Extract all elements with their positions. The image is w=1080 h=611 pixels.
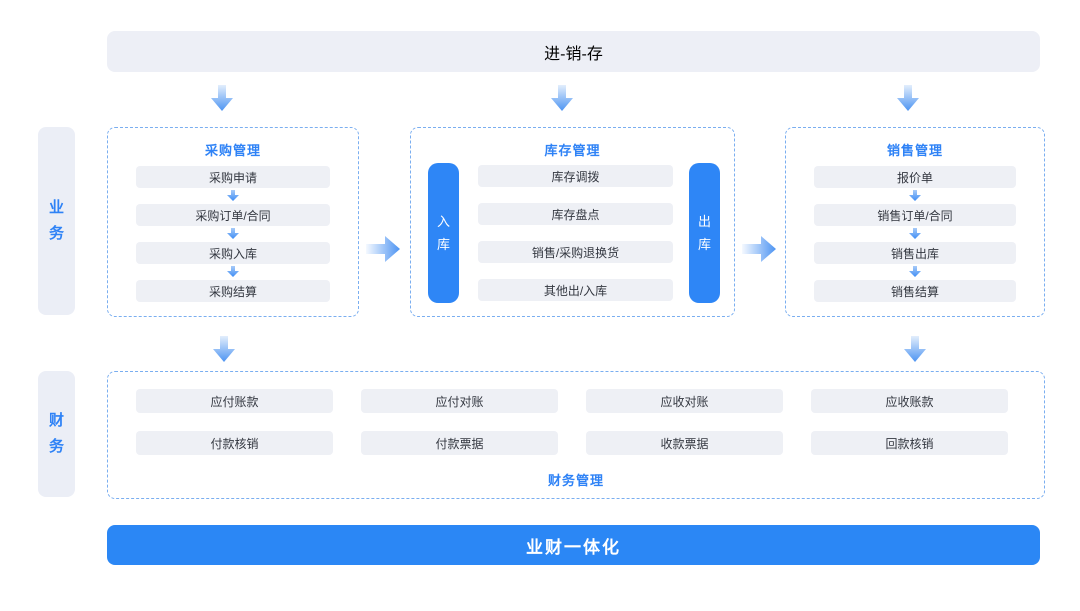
side-label-business-text: 业务	[49, 198, 65, 242]
finance-step-collection-writeoff: 回款核销	[811, 431, 1008, 455]
down-arrow-icon	[909, 190, 921, 201]
flow-step-sales-order: 销售订单/合同	[814, 204, 1016, 226]
down-arrow-icon	[909, 266, 921, 277]
down-arrow-icon	[211, 85, 233, 111]
flow-step-purchase-inbound: 采购入库	[136, 242, 330, 264]
flow-step-other-in-out: 其他出/入库	[478, 279, 673, 301]
outbound-pill-label: 出库	[698, 213, 712, 252]
right-arrow-icon	[742, 236, 776, 262]
flow-step-quotation: 报价单	[814, 166, 1016, 188]
side-label-finance: 财务	[38, 371, 75, 497]
flow-step-purchase-settlement: 采购结算	[136, 280, 330, 302]
flow-step-purchase-request: 采购申请	[136, 166, 330, 188]
flow-step-sales-outbound: 销售出库	[814, 242, 1016, 264]
bottom-banner-label: 业财一体化	[526, 537, 621, 557]
down-arrow-icon	[551, 85, 573, 111]
down-arrow-icon	[227, 266, 239, 277]
flow-step-stock-count: 库存盘点	[478, 203, 673, 225]
finance-step-payment-bills: 付款票据	[361, 431, 558, 455]
down-arrow-icon	[227, 190, 239, 201]
inventory-box: 库存管理 入库 库存调拨 库存盘点 销售/采购退换货 其他出/入库 出库	[410, 127, 735, 317]
finance-step-receipt-bills: 收款票据	[586, 431, 783, 455]
top-banner-label: 进-销-存	[544, 45, 603, 63]
finance-box-title: 财务管理	[547, 473, 604, 488]
flow-step-stock-transfer: 库存调拨	[478, 165, 673, 187]
inbound-pill-label: 入库	[437, 213, 451, 252]
inventory-box-title: 库存管理	[544, 143, 601, 158]
finance-step-receivable-reconciliation: 应收对账	[586, 389, 783, 413]
finance-step-payable-reconciliation: 应付对账	[361, 389, 558, 413]
purchase-box: 采购管理 采购申请 采购订单/合同 采购入库 采购结算	[107, 127, 359, 317]
flow-step-sales-settlement: 销售结算	[814, 280, 1016, 302]
down-arrow-icon	[213, 336, 235, 362]
finance-box: 应付账款 应付对账 应收对账 应收账款 付款核销 付款票据 收款票据 回款核销 …	[107, 371, 1045, 499]
side-label-business: 业务	[38, 127, 75, 315]
right-arrow-icon	[366, 236, 400, 262]
finance-step-accounts-payable: 应付账款	[136, 389, 333, 413]
outbound-pill: 出库	[689, 163, 720, 303]
purchase-box-title: 采购管理	[204, 143, 261, 158]
down-arrow-icon	[227, 228, 239, 239]
side-label-finance-text: 财务	[49, 411, 65, 455]
inbound-pill: 入库	[428, 163, 459, 303]
sales-box: 销售管理 报价单 销售订单/合同 销售出库 销售结算	[785, 127, 1045, 317]
down-arrow-icon	[904, 336, 926, 362]
flow-step-purchase-order: 采购订单/合同	[136, 204, 330, 226]
down-arrow-icon	[909, 228, 921, 239]
flow-step-returns-exchanges: 销售/采购退换货	[478, 241, 673, 263]
finance-step-accounts-receivable: 应收账款	[811, 389, 1008, 413]
down-arrow-icon	[897, 85, 919, 111]
finance-step-payment-writeoff: 付款核销	[136, 431, 333, 455]
top-banner: 进-销-存	[107, 31, 1040, 72]
sales-box-title: 销售管理	[886, 143, 943, 158]
bottom-banner: 业财一体化	[107, 525, 1040, 565]
